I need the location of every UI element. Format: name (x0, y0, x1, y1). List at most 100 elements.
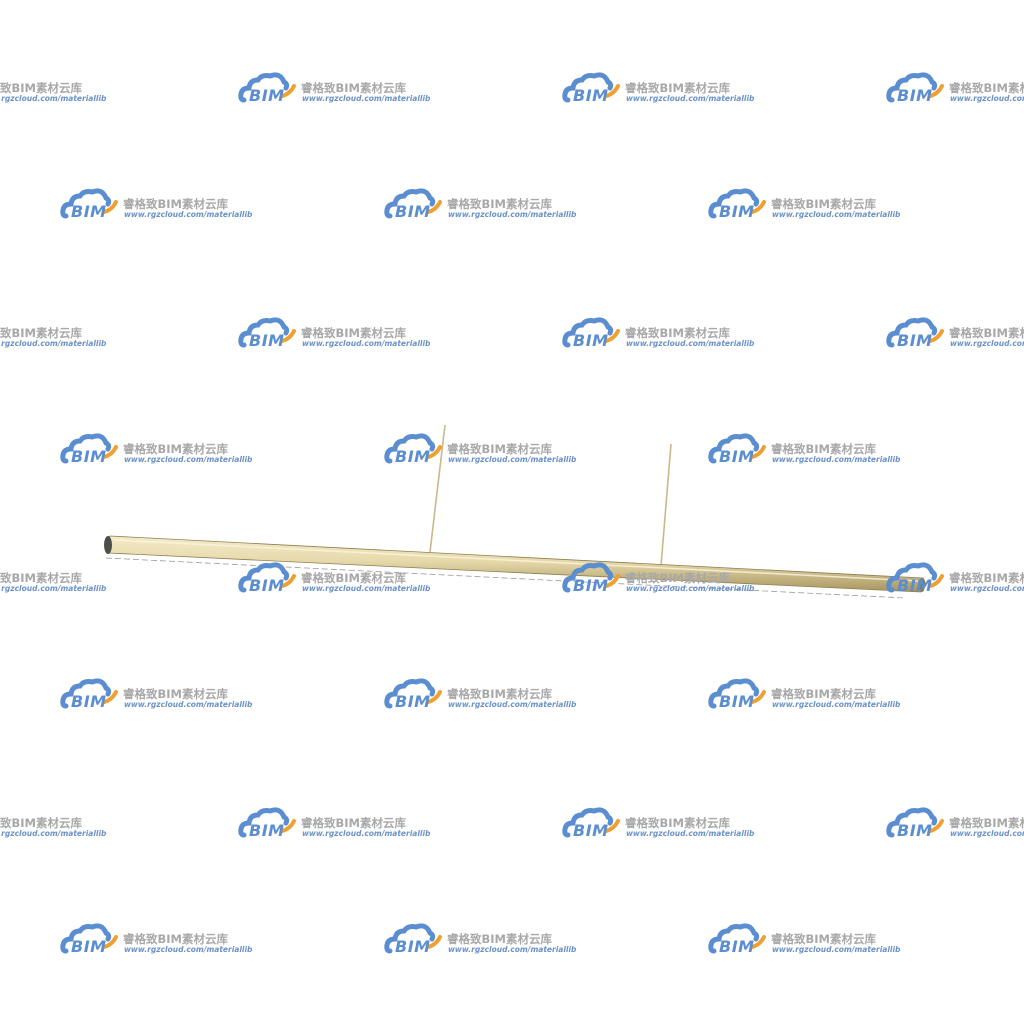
watermark-url-text: www.rgzcloud.com/materiallib (950, 94, 1024, 103)
watermark-brand-text: 睿格致BIM素材云库 (123, 442, 228, 456)
watermark-logo-text: BIM (897, 821, 933, 840)
cloud-logo-icon (384, 678, 442, 709)
watermark-logo-text: BIM (249, 331, 285, 350)
watermark-brand-text: 睿格致BIM素材云库 (447, 442, 552, 456)
watermark-brand-text: 睿格致BIM素材云库 (949, 326, 1024, 340)
cloud-logo-icon (708, 923, 766, 954)
watermark-url-text: www.rgzcloud.com/materiallib (0, 829, 107, 838)
watermark-brand-text: 睿格致BIM素材云库 (123, 197, 228, 211)
cloud-logo-icon (238, 562, 296, 593)
watermark-brand-text: 睿格致BIM素材云库 (949, 816, 1024, 830)
watermark-url-text: www.rgzcloud.com/materiallib (772, 455, 901, 464)
watermark: BIM睿格致BIM素材云库www.rgzcloud.com/materialli… (0, 315, 106, 355)
watermark: BIM睿格致BIM素材云库www.rgzcloud.com/materialli… (886, 560, 1024, 600)
watermark-logo-text: BIM (719, 447, 755, 466)
cloud-logo-icon (562, 72, 620, 103)
watermark-brand-text: 睿格致BIM素材云库 (123, 687, 228, 701)
watermark-url-text: www.rgzcloud.com/materiallib (772, 945, 901, 954)
watermark-logo-text: BIM (897, 331, 933, 350)
watermark-logo-text: BIM (395, 937, 431, 956)
watermark: BIM睿格致BIM素材云库www.rgzcloud.com/materialli… (0, 560, 107, 600)
watermark-url-text: www.rgzcloud.com/materiallib (626, 339, 755, 348)
watermark-logo-text: BIM (249, 86, 285, 105)
suspension-rod-right (660, 443, 672, 567)
watermark-logo-text: BIM (249, 821, 285, 840)
watermark-brand-text: 睿格致BIM素材云库 (625, 326, 730, 340)
watermark: BIM睿格致BIM素材云库www.rgzcloud.com/materialli… (0, 805, 107, 845)
watermark-brand-text: 睿格致BIM素材云库 (301, 326, 406, 340)
watermark-brand-text: 睿格致BIM素材云库 (0, 816, 82, 830)
cloud-logo-icon (562, 807, 620, 838)
watermark-url-text: www.rgzcloud.com/materiallib (626, 94, 755, 103)
watermark-logo-text: BIM (897, 576, 933, 595)
cloud-logo-icon (60, 433, 118, 464)
watermark: BIM 睿格致BIM素材云库www.rgzcloud.com/materialli… (886, 70, 1024, 110)
cloud-logo-icon (886, 807, 944, 838)
watermark-brand-text: 睿格致BIM素材云库 (447, 687, 552, 701)
watermark-logo-text: BIM (719, 937, 755, 956)
cloud-logo-icon (886, 72, 944, 103)
cloud-logo-icon (384, 188, 442, 219)
watermark-logo-text: BIM (719, 202, 755, 221)
watermark-logo-text: BIM (71, 937, 107, 956)
watermark-logo-text: BIM (395, 692, 431, 711)
watermark-url-text: www.rgzcloud.com/materiallib (302, 339, 431, 348)
watermark-brand-text: 睿格致BIM素材云库 (301, 571, 406, 585)
watermark-brand-text: 睿格致BIM素材云库 (771, 687, 876, 701)
watermark-url-text: www.rgzcloud.com/materiallib (950, 584, 1024, 593)
watermark-brand-text: 睿格致BIM素材云库 (447, 932, 552, 946)
watermark-url-text: www.rgzcloud.com/materiallib (0, 94, 107, 103)
watermark-brand-text: 睿格致BIM素材云库 (771, 197, 876, 211)
cloud-logo-icon (60, 188, 118, 219)
watermark-url-text: www.rgzcloud.com/materiallib (626, 584, 755, 593)
watermark-logo-text: BIM (71, 447, 107, 466)
watermark-brand-text: 睿格致BIM素材云库 (301, 81, 406, 95)
watermark-logo-text: BIM (897, 86, 933, 105)
watermark-url-text: www.rgzcloud.com/materiallib (124, 945, 253, 954)
watermark-brand-text: 睿格致BIM素材云库 (301, 816, 406, 830)
watermark-brand-text: 睿格致BIM素材云库 (447, 197, 552, 211)
watermark-brand-text: 睿格致BIM素材云库 (771, 932, 876, 946)
watermark-brand-text: 睿格致BIM素材云库 (625, 81, 730, 95)
watermark: BIM睿格致BIM素材云库www.rgzcloud.com/materialli… (886, 805, 1024, 845)
watermark-url-text: www.rgzcloud.com/materiallib (124, 455, 253, 464)
watermark-logo-text: BIM (573, 821, 609, 840)
cloud-logo-icon (384, 433, 442, 464)
watermark-url-text: www.rgzcloud.com/materiallib (772, 210, 901, 219)
watermark-brand-text: 睿格致BIM素材云库 (0, 571, 82, 585)
watermark-url-text: www.rgzcloud.com/materiallib (772, 700, 901, 709)
cloud-logo-icon (60, 923, 118, 954)
watermark-logo-text: BIM (719, 692, 755, 711)
watermark-url-text: www.rgzcloud.com/materiallib (448, 455, 577, 464)
watermark-url-text: www.rgzcloud.com/materiallib (302, 94, 431, 103)
watermark: BIM睿格致BIM素材云库www.rgzcloud.com/materialli… (0, 70, 107, 110)
cloud-logo-icon (562, 562, 620, 593)
watermark-brand-text: 睿格致BIM素材云库 (949, 81, 1024, 95)
watermark-logo-text: BIM (395, 202, 431, 221)
watermark-url-text: www.rgzcloud.com/materiallib (302, 829, 431, 838)
cloud-logo-icon (60, 678, 118, 709)
cloud-logo-icon (708, 188, 766, 219)
watermark-brand-text: 睿格致BIM素材云库 (0, 326, 82, 340)
watermark-url-text: www.rgzcloud.com/materiallib (0, 584, 107, 593)
watermark-logo-text: BIM (71, 692, 107, 711)
watermark-brand-text: 睿格致BIM素材云库 (0, 81, 82, 95)
watermark-url-text: www.rgzcloud.com/materiallib (302, 584, 431, 593)
watermark-url-text: www.rgzcloud.com/materiallib (448, 700, 577, 709)
watermark-brand-text: 睿格致BIM素材云库 (771, 442, 876, 456)
watermark-brand-text: 睿格致BIM素材云库 (625, 816, 730, 830)
cloud-logo-icon (708, 678, 766, 709)
